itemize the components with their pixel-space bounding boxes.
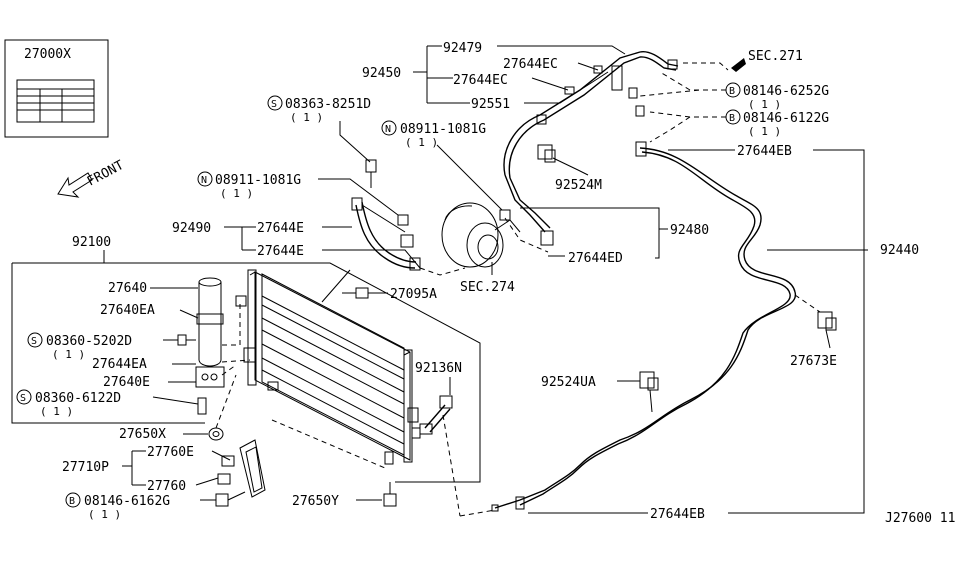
part-08360-5202d-qty: ( 1 ) bbox=[52, 348, 85, 361]
part-27644ec-label-1: 27644EC bbox=[503, 57, 558, 72]
part-27644ea-label: 27644EA bbox=[92, 357, 147, 372]
mount-27650y-icon bbox=[383, 482, 397, 507]
part-27650y-label: 27650Y bbox=[292, 494, 339, 509]
part-27000x-label: 27000X bbox=[24, 47, 71, 62]
sec274-label: SEC.274 bbox=[460, 280, 515, 295]
part-08360-6122d-qty: ( 1 ) bbox=[40, 405, 73, 418]
part-27644ed-label: 27644ED bbox=[568, 251, 623, 266]
part-27650x-label: 27650X bbox=[119, 427, 166, 442]
part-08146-6122g-label: 08146-6122G bbox=[743, 111, 829, 126]
part-92524m-label: 92524M bbox=[555, 178, 602, 193]
label-27000x-group: 27000X bbox=[4, 39, 109, 138]
part-27095a-label: 27095A bbox=[390, 287, 437, 302]
part-27644e-label-1: 27644E bbox=[257, 221, 304, 236]
part-27760e-label: 27760E bbox=[147, 445, 194, 460]
n-symbol-letter: N bbox=[385, 124, 391, 135]
part-27640-label: 27640 bbox=[108, 281, 147, 296]
part-27640ea-label: 27640EA bbox=[100, 303, 155, 318]
s-screw-symbol-icon-2 bbox=[27, 332, 43, 348]
part-08146-6122g-qty: ( 1 ) bbox=[748, 125, 781, 138]
n-nut-symbol-icon bbox=[381, 120, 397, 136]
part-08911-1081g-qty-b: ( 1 ) bbox=[405, 136, 438, 149]
clamp-27673e-icon bbox=[817, 311, 837, 331]
part-08363-8251d-label: 08363-8251D bbox=[285, 97, 371, 112]
compressor-icon bbox=[441, 202, 521, 268]
b-symbol-letter-3: B bbox=[69, 496, 75, 507]
front-label: FRONT bbox=[85, 158, 127, 190]
part-27673e-label: 27673E bbox=[790, 354, 837, 369]
b-symbol-letter: B bbox=[729, 86, 735, 97]
part-92440-label: 92440 bbox=[880, 243, 919, 258]
part-08146-6162g-qty: ( 1 ) bbox=[88, 508, 121, 521]
part-92100-label: 92100 bbox=[72, 235, 111, 250]
warning-label-icon bbox=[16, 79, 95, 123]
s-symbol-letter-2: S bbox=[31, 336, 37, 347]
part-92479-label: 92479 bbox=[443, 41, 482, 56]
condenser-icon bbox=[235, 269, 421, 465]
part-27640e-label: 27640E bbox=[103, 375, 150, 390]
front-arrow-icon: FRONT bbox=[57, 158, 127, 198]
part-92524ua-label: 92524UA bbox=[541, 375, 596, 390]
part-92450-label: 92450 bbox=[362, 66, 401, 81]
part-08360-5202d-label: 08360-5202D bbox=[46, 334, 132, 349]
bolt-08146-6162g-icon bbox=[215, 491, 246, 507]
part-27644eb-top-label: 27644EB bbox=[737, 144, 792, 159]
part-92136n-label: 92136N bbox=[415, 361, 462, 376]
part-08360-6122d-label: 08360-6122D bbox=[35, 391, 121, 406]
part-08911-1081g-label-b: 08911-1081G bbox=[400, 122, 486, 137]
diagram-id-label: J27600 11 bbox=[885, 511, 955, 526]
part-08911-1081g-qty-a: ( 1 ) bbox=[220, 187, 253, 200]
bolt-08363-icon bbox=[365, 159, 377, 188]
s-symbol-letter: S bbox=[271, 99, 277, 110]
part-27644ec-label-2: 27644EC bbox=[453, 73, 508, 88]
n-nut-symbol-icon-2 bbox=[197, 171, 213, 187]
sec271-label: SEC.271 bbox=[748, 49, 803, 64]
part-27644e-label-2: 27644E bbox=[257, 244, 304, 259]
part-27760-label: 27760 bbox=[147, 479, 186, 494]
part-08146-6252g-label: 08146-6252G bbox=[743, 84, 829, 99]
clamp-92524m-icon bbox=[537, 144, 556, 163]
part-27644eb-bottom-label: 27644EB bbox=[650, 507, 705, 522]
part-08146-6252g-qty: ( 1 ) bbox=[748, 98, 781, 111]
pipe-92136n-icon bbox=[419, 395, 453, 435]
b-bolt-symbol-icon-3 bbox=[65, 492, 81, 508]
discharge-pipe-92490 bbox=[351, 197, 421, 271]
receiver-drier-icon bbox=[195, 277, 225, 415]
part-92551-label: 92551 bbox=[471, 97, 510, 112]
bracket-92450: 92450 bbox=[362, 45, 470, 104]
sec271-arrow-icon bbox=[731, 58, 746, 72]
s-screw-symbol-icon bbox=[267, 95, 283, 111]
s-symbol-letter-3: S bbox=[20, 393, 26, 404]
bolt-27095a-icon bbox=[342, 287, 369, 299]
part-27710p-label: 27710P bbox=[62, 460, 109, 475]
bracket-27760-icon bbox=[217, 439, 266, 498]
low-pressure-pipe-92440 bbox=[491, 141, 796, 512]
mount-27650x-icon bbox=[208, 427, 224, 441]
part-92480-label: 92480 bbox=[670, 223, 709, 238]
s-screw-symbol-icon-3 bbox=[16, 389, 32, 405]
part-08911-1081g-label-a: 08911-1081G bbox=[215, 173, 301, 188]
clamp-92524ua-icon bbox=[639, 371, 659, 391]
screw-08360-5202d-icon bbox=[177, 334, 196, 346]
high-pressure-pipe-92450 bbox=[503, 50, 679, 246]
n-symbol-letter-2: N bbox=[201, 175, 207, 186]
b-symbol-letter-2: B bbox=[729, 113, 735, 124]
part-08363-8251d-qty: ( 1 ) bbox=[290, 111, 323, 124]
part-92490-label: 92490 bbox=[172, 221, 211, 236]
part-08146-6162g-label: 08146-6162G bbox=[84, 494, 170, 509]
